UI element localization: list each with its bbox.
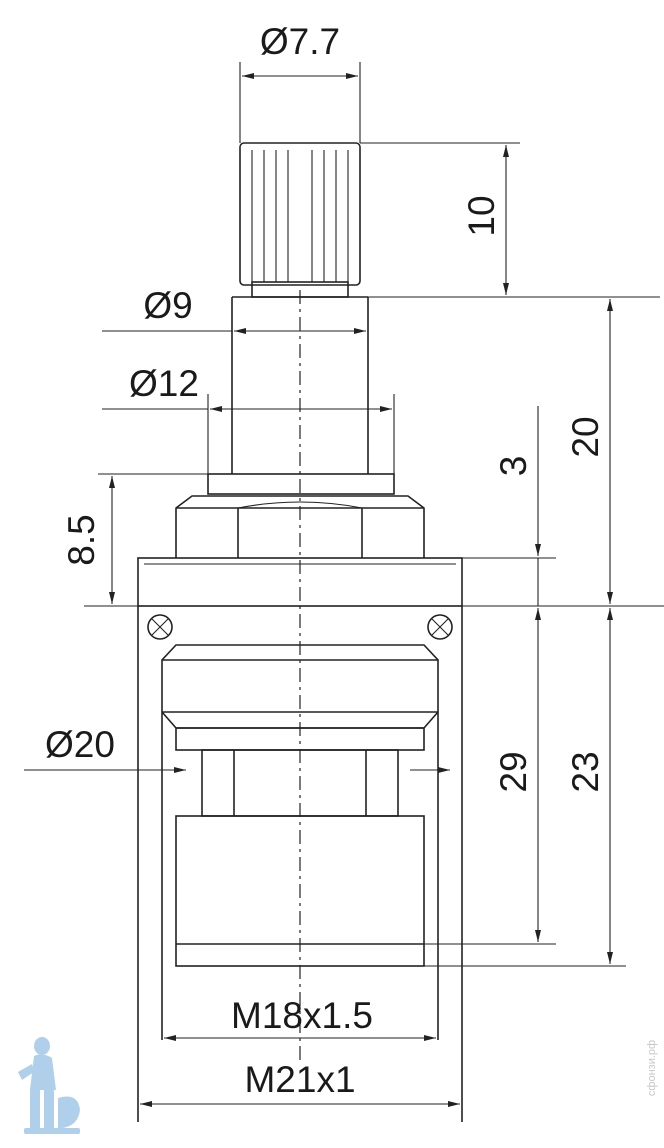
watermark-text: сфонзи.рф bbox=[646, 1040, 658, 1096]
dim-upper-length: 20 bbox=[565, 299, 613, 604]
plumber-mascot-logo bbox=[18, 1037, 80, 1134]
dim-body-length-label: 23 bbox=[565, 751, 606, 792]
dim-outer-thread: M21x1 bbox=[140, 1059, 460, 1107]
dim-body-diameter: Ø20 bbox=[24, 724, 450, 773]
dim-collar-gap: 3 bbox=[462, 406, 664, 607]
dim-inner-thread-label: M18x1.5 bbox=[231, 995, 373, 1036]
dim-upper-length-label: 20 bbox=[565, 416, 606, 457]
dim-body-diameter-label: Ø20 bbox=[45, 724, 115, 765]
dim-outer-thread-label: M21x1 bbox=[244, 1059, 355, 1100]
dim-nut-height-label: 8.5 bbox=[61, 514, 102, 565]
dim-inner-thread: M18x1.5 bbox=[164, 995, 436, 1041]
dim-body-length-long-label: 29 bbox=[493, 751, 534, 792]
dim-collar-diameter-label: Ø12 bbox=[129, 363, 199, 404]
o-ring-left bbox=[147, 614, 173, 640]
dim-collar-gap-label: 3 bbox=[493, 456, 534, 477]
dim-body-length-long: 29 bbox=[424, 608, 556, 945]
dim-neck-diameter-label: Ø9 bbox=[143, 285, 192, 326]
dim-stem-height-label: 10 bbox=[461, 195, 502, 236]
dim-stem-diameter: Ø7.7 bbox=[239, 21, 361, 143]
dim-body-length: 23 bbox=[424, 608, 626, 967]
dim-stem-height: 10 bbox=[360, 142, 660, 298]
dim-neck-diameter: Ø9 bbox=[102, 285, 366, 334]
collar bbox=[207, 473, 395, 495]
knurled-stem bbox=[239, 142, 361, 298]
dim-nut-height: 8.5 bbox=[61, 473, 208, 607]
housing-outline bbox=[137, 605, 463, 1122]
dim-collar-diameter: Ø12 bbox=[102, 363, 395, 474]
o-ring-right bbox=[427, 614, 453, 640]
dim-stem-diameter-label: Ø7.7 bbox=[260, 21, 340, 62]
